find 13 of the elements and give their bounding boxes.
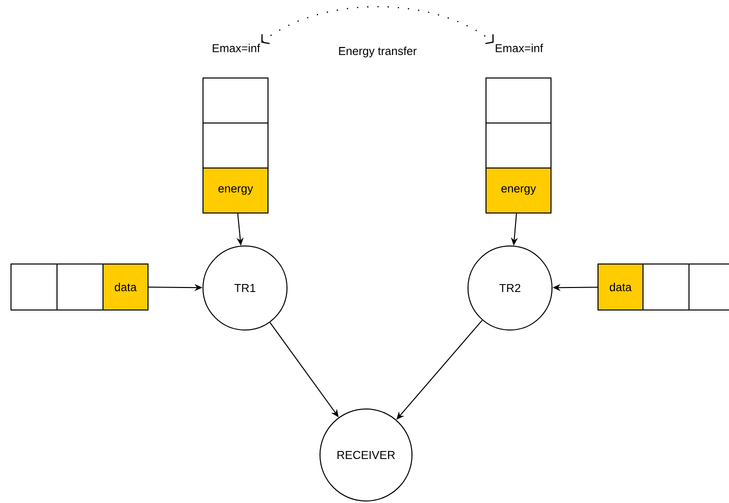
queue-cell — [10, 264, 58, 310]
queue-cell — [486, 78, 552, 124]
queue-cell — [202, 78, 268, 124]
queue-cell — [688, 264, 729, 310]
caption-text: Emax=inf — [496, 44, 544, 52]
queue-cell: energy — [202, 168, 268, 214]
queue-cell: data — [598, 264, 644, 310]
edge-label: Energy transfer — [337, 46, 418, 58]
queue-cell: energy — [486, 168, 552, 214]
dotted-arrow — [261, 6, 494, 44]
queue-cell: data — [102, 264, 148, 310]
caption-text: Emax=inf — [212, 44, 260, 52]
queue-cell — [642, 264, 690, 310]
